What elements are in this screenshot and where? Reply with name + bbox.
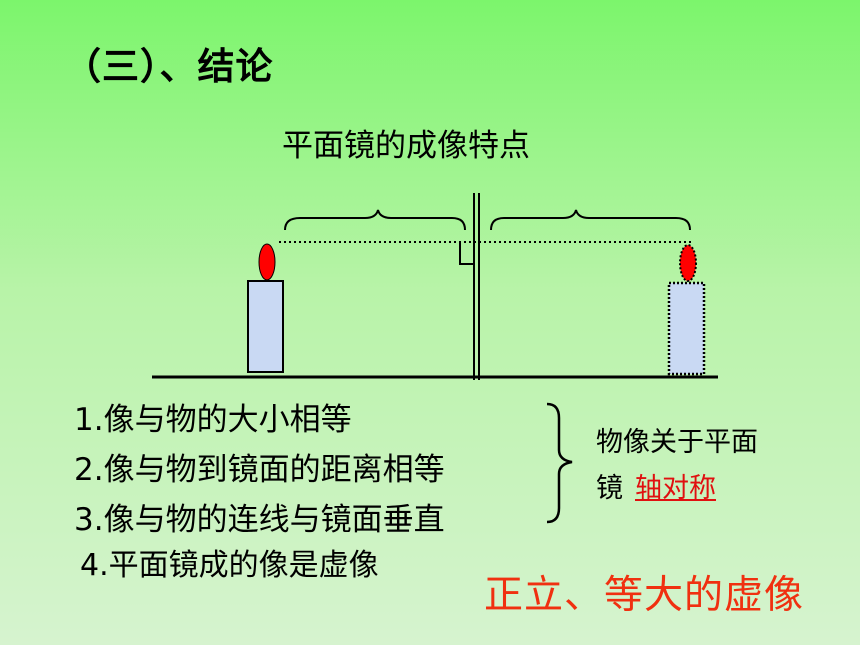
object-flame xyxy=(258,243,276,281)
points-brace xyxy=(546,402,573,524)
left-distance-brace xyxy=(284,209,466,231)
diagram-title: 平面镜的成像特点 xyxy=(282,128,530,164)
point-1: 1.像与物的大小相等 xyxy=(74,402,352,438)
point-2: 2.像与物到镜面的距离相等 xyxy=(74,452,445,488)
point-3: 3.像与物的连线与镜面垂直 xyxy=(74,502,445,538)
image-flame xyxy=(679,244,697,282)
conclusion-text: 正立、等大的虚像 xyxy=(484,573,805,618)
right-distance-brace xyxy=(490,209,691,231)
symmetry-prefix: 镜 xyxy=(596,473,623,504)
right-angle-mark xyxy=(459,242,474,265)
section-title: （三）、结论 xyxy=(64,45,274,88)
point-4: 4.平面镜成的像是虚像 xyxy=(80,548,379,583)
object-candle xyxy=(247,280,284,373)
symmetry-note-line2: 镜轴对称 xyxy=(596,466,716,505)
symmetry-key-term: 轴对称 xyxy=(635,473,716,504)
symmetry-note-line1: 物像关于平面 xyxy=(596,427,758,458)
image-candle xyxy=(667,281,706,376)
